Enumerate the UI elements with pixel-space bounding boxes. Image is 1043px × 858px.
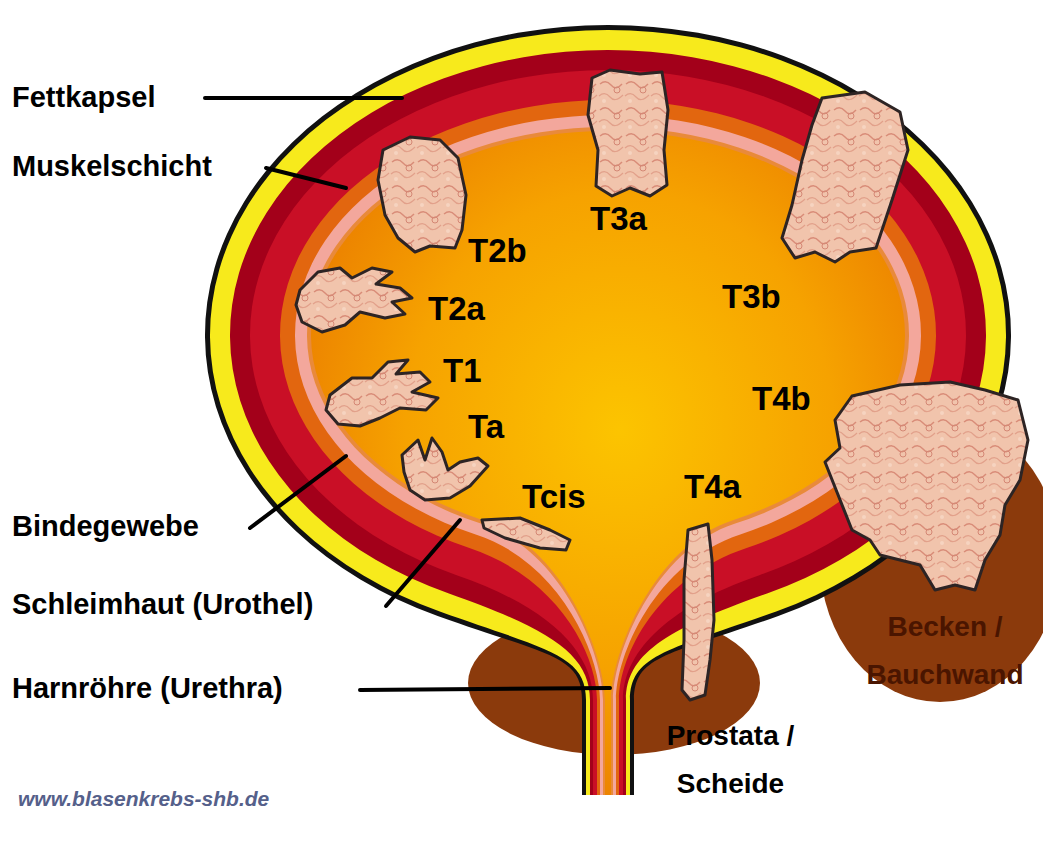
wall-layer — [250, 70, 966, 795]
wall-layer — [280, 100, 936, 795]
stage-label: T2a — [428, 292, 485, 325]
leader-line — [205, 96, 402, 100]
stage-label: T1 — [443, 354, 482, 387]
leader-line — [360, 688, 610, 690]
stage-label: Ta — [468, 410, 504, 443]
layer-label: Fettkapsel — [12, 83, 155, 112]
stage-label: T3a — [590, 202, 647, 235]
stage-label: T4b — [752, 382, 811, 415]
tumor-t2a — [296, 268, 412, 332]
stage-label: Tcis — [522, 480, 586, 513]
wall-layer — [295, 115, 921, 795]
wall-layer — [230, 50, 986, 795]
watermark: www.blasenkrebs-shb.de — [18, 788, 269, 809]
region-label: Prostata / Scheide — [648, 712, 813, 808]
organ-region: Becken / Bauchwand — [820, 418, 1043, 703]
tumor-t4a — [682, 524, 714, 700]
wall-layer — [210, 30, 1006, 795]
leader-line — [386, 520, 460, 606]
tumor-t4b — [825, 382, 1028, 590]
stage-label: T4a — [684, 470, 741, 503]
stage-label: T3b — [722, 280, 781, 313]
region-ellipse — [820, 418, 1043, 702]
wall-layer — [307, 127, 909, 795]
tumor-tcis — [482, 518, 570, 550]
tumor-t3b — [782, 92, 908, 262]
layer-label: Schleimhaut (Urothel) — [12, 590, 313, 619]
bladder-wall — [205, 25, 1011, 795]
region-label: Becken / Bauchwand — [865, 603, 1025, 699]
leader-line — [266, 168, 346, 188]
stage-label: T2b — [468, 234, 527, 267]
organ-region: Prostata / Scheide — [468, 612, 813, 802]
wall-layer — [205, 25, 1011, 795]
tumor-ta — [402, 438, 488, 500]
tumor-t2b — [378, 137, 466, 252]
layer-label: Bindegewebe — [12, 512, 199, 541]
leader-line — [250, 456, 346, 528]
layer-label: Muskelschicht — [12, 152, 212, 181]
tumor-t1 — [326, 360, 438, 426]
tumor-t3a — [588, 70, 668, 196]
wall-layer — [311, 131, 905, 795]
layer-label: Harnröhre (Urethra) — [12, 674, 283, 703]
